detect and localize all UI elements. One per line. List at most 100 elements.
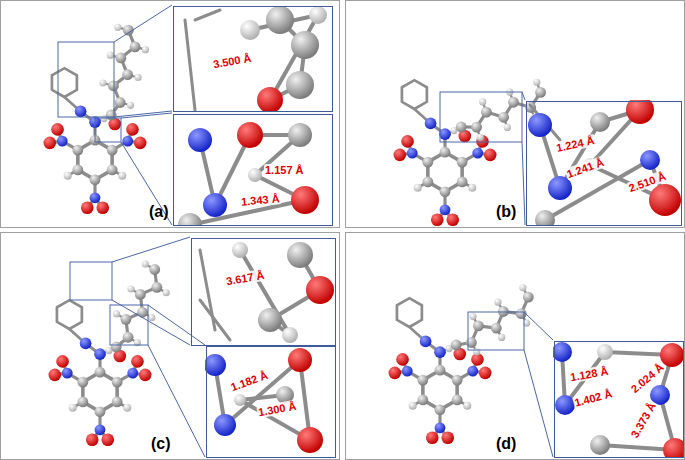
atom [64, 172, 72, 180]
atom [291, 31, 319, 59]
atom [451, 340, 462, 351]
atom [439, 128, 451, 140]
atom [409, 402, 417, 410]
atom [214, 414, 236, 436]
atom [508, 97, 519, 108]
atom [440, 147, 451, 158]
phenyl-ring [402, 80, 427, 109]
atom [468, 184, 476, 192]
atom [123, 332, 134, 343]
atom [286, 71, 314, 99]
bond [195, 10, 220, 20]
atom [456, 122, 467, 133]
atom [452, 395, 463, 406]
zoom-frame [440, 92, 522, 142]
zoom-fragment [185, 6, 327, 111]
atom [291, 186, 319, 214]
atom [457, 157, 468, 168]
panel-label: (a) [149, 203, 169, 221]
zoom-frame [58, 42, 114, 117]
atom [431, 213, 444, 226]
atom [77, 377, 88, 388]
zoom-inset: 1.182 Å1.300 Å [206, 346, 336, 458]
atom [258, 308, 282, 332]
atom [457, 177, 468, 188]
atom [491, 323, 502, 334]
zoom-fragment [178, 122, 319, 225]
zoom-leader [114, 5, 172, 42]
atom [401, 135, 414, 148]
atom [75, 106, 87, 118]
atom [257, 87, 283, 111]
figure-panel: (a)3.500 Å1.157 Å1.343 Å [0, 0, 340, 228]
atom [188, 128, 212, 152]
atom [597, 344, 613, 360]
atom [414, 184, 422, 192]
atom [484, 149, 497, 162]
zoom-leader [524, 312, 553, 340]
atom [127, 285, 134, 292]
atom [473, 348, 480, 355]
atom [232, 242, 248, 258]
distance-label: 1.128 Å [568, 365, 610, 384]
zoom-inset: 1.224 Å1.241 Å 2.510 Å [526, 101, 682, 226]
distance-label: 3.373 Å [628, 399, 659, 440]
bond-layer [55, 264, 166, 440]
zoom-leader [522, 142, 525, 225]
atom [69, 404, 77, 412]
atom [435, 404, 446, 415]
atom [663, 438, 683, 457]
atom [481, 107, 492, 118]
atom [118, 172, 126, 180]
atom-layer [48, 260, 169, 446]
distance-label: 1.224 Å [554, 134, 596, 154]
atom [94, 348, 106, 360]
atom [77, 397, 88, 408]
atom [473, 321, 484, 332]
atom [434, 346, 446, 358]
atom [163, 289, 170, 296]
atom [463, 402, 471, 410]
atom [425, 118, 437, 130]
atom [107, 52, 114, 59]
panel-label: (c) [151, 435, 171, 453]
distance-label: 1.241 Å [564, 155, 606, 180]
atom [626, 100, 654, 124]
atom [99, 79, 106, 86]
atom [590, 112, 610, 132]
atom [234, 394, 246, 406]
atom-layer [388, 284, 533, 444]
zoom-inset: 3.617 Å [191, 238, 336, 346]
bond-layer [400, 80, 541, 220]
zoom-frame [70, 262, 112, 300]
zoom-frame [110, 305, 148, 345]
atom [440, 204, 451, 215]
zoom-inset: 3.500 Å [173, 6, 333, 112]
atom [142, 260, 149, 267]
bond [225, 360, 300, 425]
distance-label: 1.343 Å [240, 192, 281, 208]
atom [422, 177, 433, 188]
bond [185, 20, 195, 110]
atom [396, 353, 409, 366]
atom [137, 307, 148, 318]
atom [108, 80, 119, 91]
figure-panel: (c) 3.617 Å1.182 Å1.300 Å [0, 232, 340, 460]
atom [479, 367, 492, 380]
atom [426, 431, 439, 444]
atom [407, 148, 418, 159]
atom [393, 149, 406, 162]
zoom-leader [121, 113, 172, 118]
atom [127, 102, 134, 109]
atom [123, 404, 131, 412]
atom [446, 213, 459, 226]
figure-panel: (b)1.224 Å1.241 Å2.510 Å [345, 0, 685, 228]
atom [472, 148, 483, 159]
distance-label: 2.510 Å [626, 169, 668, 194]
atom [142, 46, 149, 53]
atom [139, 369, 152, 382]
atom [95, 406, 106, 417]
zoom-leader [112, 237, 190, 262]
atom [115, 97, 126, 108]
